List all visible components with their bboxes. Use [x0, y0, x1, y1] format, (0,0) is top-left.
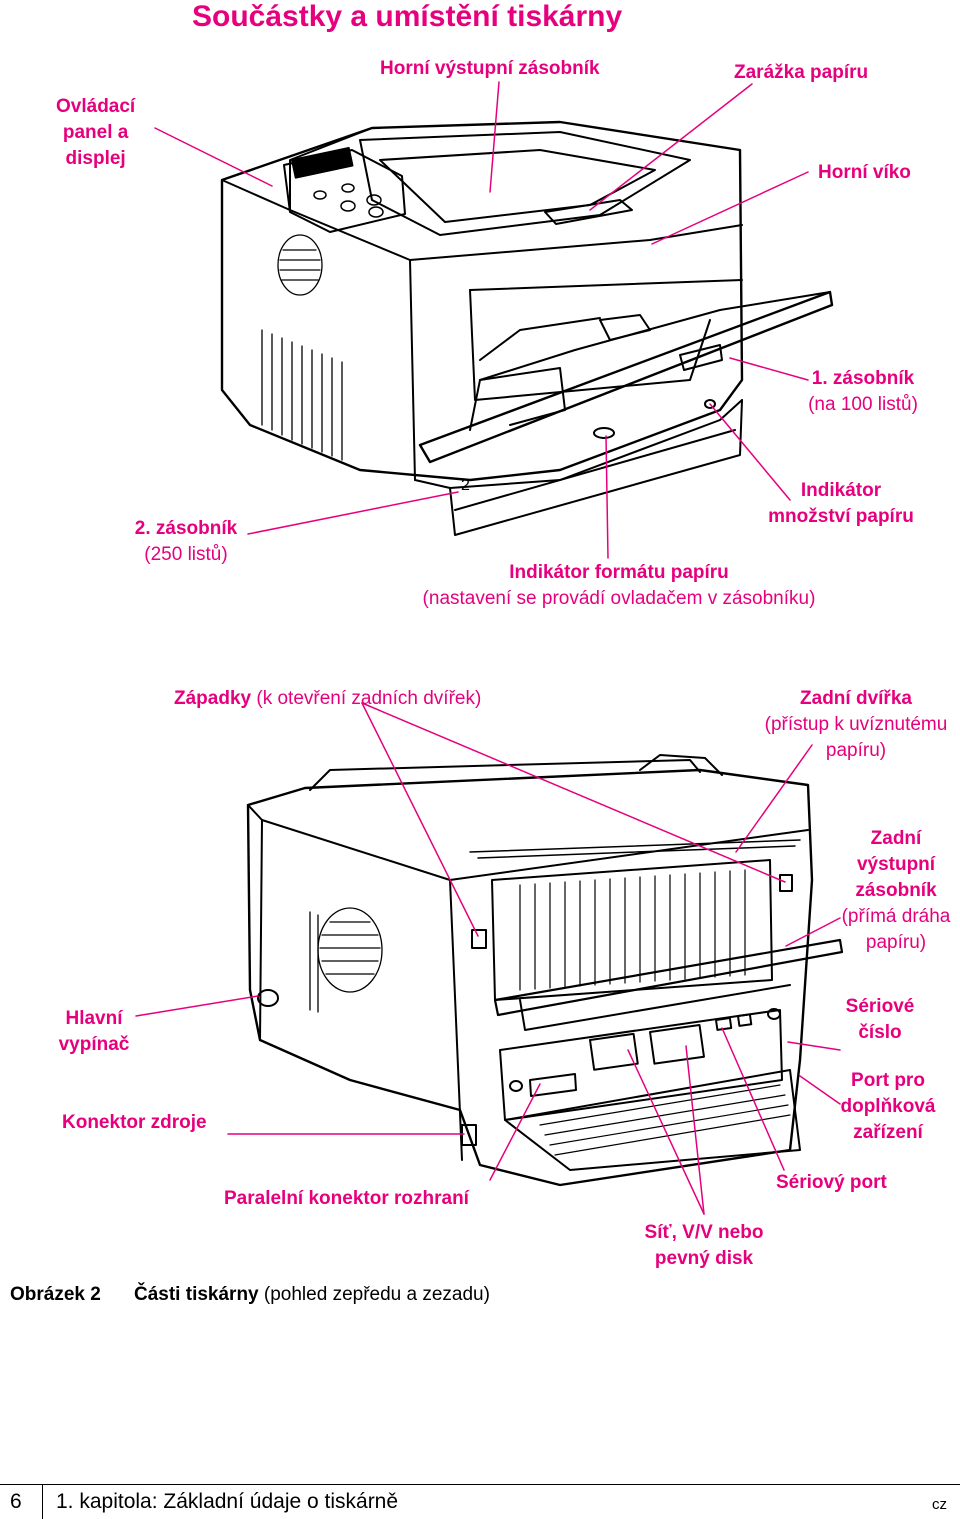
- label-paper-size-note: (nastavení se provádí ovladačem v zásobn…: [422, 588, 816, 609]
- label-power-connector: Konektor zdroje: [62, 1112, 207, 1133]
- footer-chapter: 1. kapitola: Základní údaje o tiskárně: [56, 1490, 399, 1513]
- label-latches: Západky (k otevření zadních dvířek): [174, 686, 481, 712]
- footer-rule: [0, 1484, 960, 1485]
- label-rear-door: Zadní dvířka (přístup k uvíznutému papír…: [756, 686, 956, 764]
- label-tray2-name: 2. zásobník: [134, 518, 238, 539]
- label-tray1-name: 1. zásobník: [811, 368, 915, 389]
- label-rear-output-bin-note: (přímá dráha papíru): [841, 906, 951, 953]
- label-tray1-note: (na 100 listů): [808, 394, 918, 415]
- label-rear-output-bin-name: Zadní výstupní zásobník: [855, 828, 937, 901]
- footer-lang: cz: [932, 1496, 947, 1513]
- label-serial-number: Sériové číslo: [845, 996, 915, 1043]
- label-latches-note: (k otevření zadních dvířek): [251, 688, 482, 709]
- label-control-panel: Ovládací panel a displej: [56, 96, 136, 169]
- front-printer-drawing: 2: [220, 120, 834, 536]
- label-top-output-bin: Horní výstupní zásobník: [380, 58, 600, 79]
- label-tray2: 2. zásobník (250 listů): [124, 516, 248, 568]
- label-rear-door-note: (přístup k uvíznutému papíru): [764, 714, 948, 761]
- label-paper-stop: Zarážka papíru: [734, 62, 869, 83]
- label-latches-name: Západky: [174, 688, 252, 709]
- label-paper-size: Indikátor formátu papíru (nastavení se p…: [410, 560, 828, 612]
- leader-lines: [135, 81, 841, 1215]
- label-parallel-connector: Paralelní konektor rozhraní: [224, 1188, 469, 1209]
- label-top-cover: Horní víko: [818, 162, 911, 183]
- tray-number-text: 2: [461, 477, 470, 494]
- label-network-io: Síť, V/V nebo pevný disk: [644, 1222, 764, 1269]
- figure-number: Obrázek 2: [10, 1284, 101, 1305]
- label-paper-size-name: Indikátor formátu papíru: [509, 562, 729, 583]
- label-rear-door-name: Zadní dvířka: [800, 688, 912, 709]
- footer-page-number: 6: [10, 1490, 22, 1513]
- label-accessory-port: Port pro doplňková zařízení: [840, 1070, 936, 1143]
- label-serial-port: Sériový port: [776, 1172, 887, 1193]
- label-paper-level: Indikátor množství papíru: [768, 480, 914, 527]
- label-rear-output-bin: Zadní výstupní zásobník (přímá dráha pap…: [834, 826, 958, 956]
- page-title: Součástky a umístění tiskárny: [192, 0, 623, 33]
- figure-caption: Části tiskárny (pohled zepředu a zezadu): [134, 1284, 490, 1306]
- figure-caption-note: (pohled zepředu a zezadu): [258, 1284, 490, 1305]
- label-tray1: 1. zásobník (na 100 listů): [800, 366, 926, 418]
- figure-caption-title: Části tiskárny: [134, 1284, 259, 1305]
- label-tray2-note: (250 listů): [144, 544, 228, 565]
- footer-divider: [42, 1484, 43, 1519]
- rear-printer-drawing: [246, 754, 844, 1187]
- label-power-switch: Hlavní vypínač: [58, 1008, 130, 1055]
